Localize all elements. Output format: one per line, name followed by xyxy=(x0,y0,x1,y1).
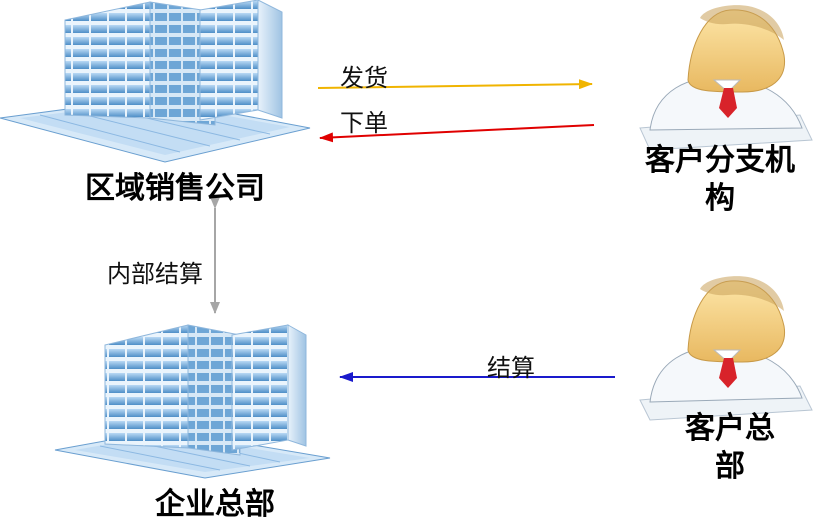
enterprise-hq-label: 企业总部 xyxy=(155,487,275,522)
internal-settlement-label: 内部结算 xyxy=(107,260,203,288)
settlement-label: 结算 xyxy=(487,354,535,382)
customer-hq-label-line1: 客户总 xyxy=(685,411,775,446)
customer-branch-person-icon xyxy=(639,5,813,151)
order-arrow xyxy=(319,124,595,143)
regional-sales-label: 区域销售公司 xyxy=(85,171,265,206)
enterprise-hq-building-icon xyxy=(54,324,331,479)
customer-branch-label-line1: 客户分支机 xyxy=(645,143,795,178)
customer-hq-label: 客户总 部 xyxy=(650,410,810,486)
customer-hq-person-icon xyxy=(639,276,813,421)
regional-sales-building-icon xyxy=(0,0,311,163)
customer-hq-label-line2: 部 xyxy=(715,449,745,484)
customer-branch-label-line2: 构 xyxy=(705,181,735,216)
customer-branch-label: 客户分支机 构 xyxy=(620,142,820,218)
order-label: 下单 xyxy=(340,109,388,137)
ship-label: 发货 xyxy=(340,64,388,92)
ship-arrow xyxy=(317,79,593,90)
